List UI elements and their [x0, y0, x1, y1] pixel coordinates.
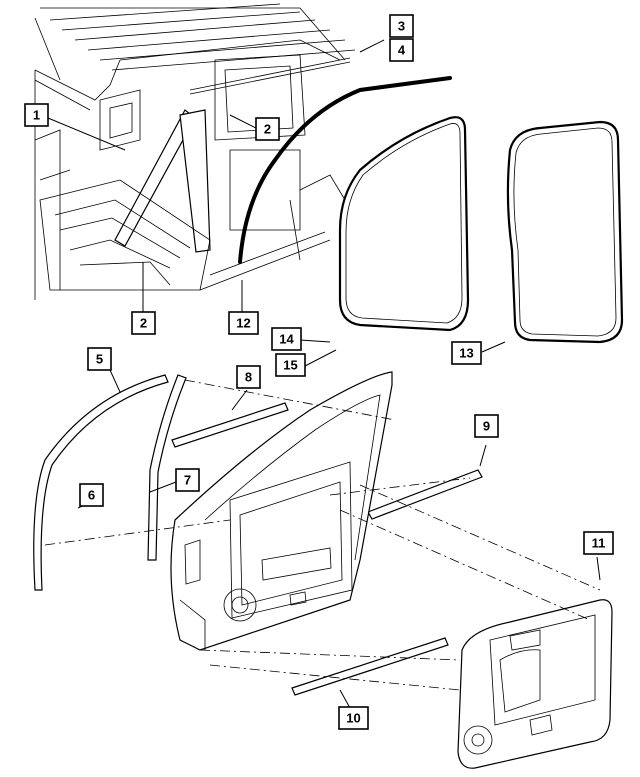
callout-2-pillar: 2 [255, 117, 280, 141]
svg-text:7: 7 [184, 473, 191, 488]
rear-door-weatherstrip [506, 120, 624, 344]
door-frame-seal-outer [33, 374, 169, 591]
roof-rail-seal [189, 57, 351, 91]
svg-text:13: 13 [459, 346, 473, 361]
body-door-opening-weatherstrip [238, 76, 452, 264]
front-door-shell [170, 371, 393, 651]
roof-panel [34, 3, 356, 81]
svg-text:1: 1 [33, 108, 40, 123]
front-door-weatherstrip [338, 116, 470, 332]
svg-text:2: 2 [140, 316, 147, 331]
svg-text:9: 9 [483, 419, 490, 434]
svg-text:6: 6 [88, 488, 95, 503]
callout-10: 10 [338, 706, 369, 730]
callout-1: 1 [24, 103, 49, 127]
leader-lines [47, 39, 601, 709]
svg-text:14: 14 [279, 332, 294, 347]
callout-15: 15 [275, 353, 306, 377]
svg-text:10: 10 [346, 711, 360, 726]
svg-text:12: 12 [236, 316, 250, 331]
callout-14: 14 [271, 327, 302, 351]
callout-9: 9 [474, 414, 499, 438]
callout-7: 7 [175, 468, 200, 492]
svg-text:2: 2 [264, 122, 271, 137]
callout-6: 6 [79, 483, 104, 507]
callout-2-floor: 2 [131, 311, 156, 335]
callout-13: 13 [451, 341, 482, 365]
svg-text:5: 5 [96, 352, 103, 367]
svg-text:15: 15 [283, 358, 297, 373]
vehicle-body-illustration [34, 3, 452, 300]
inner-belt-weatherstrip [171, 402, 289, 448]
door-frame-seal-inner [147, 374, 187, 561]
outer-belt-weatherstrip [367, 469, 483, 520]
svg-text:3: 3 [398, 19, 405, 34]
svg-text:8: 8 [245, 370, 252, 385]
callout-12: 12 [228, 311, 259, 335]
callout-4: 4 [389, 38, 414, 62]
callout-11: 11 [583, 531, 614, 555]
svg-text:4: 4 [398, 43, 406, 58]
door-trim-panel [457, 599, 613, 769]
svg-text:11: 11 [592, 536, 606, 551]
assembly-phantom-lines [44, 379, 601, 691]
callout-5: 5 [87, 347, 112, 371]
callout-8: 8 [236, 365, 261, 389]
callout-3: 3 [389, 14, 414, 38]
door-bottom-seal [291, 637, 449, 696]
